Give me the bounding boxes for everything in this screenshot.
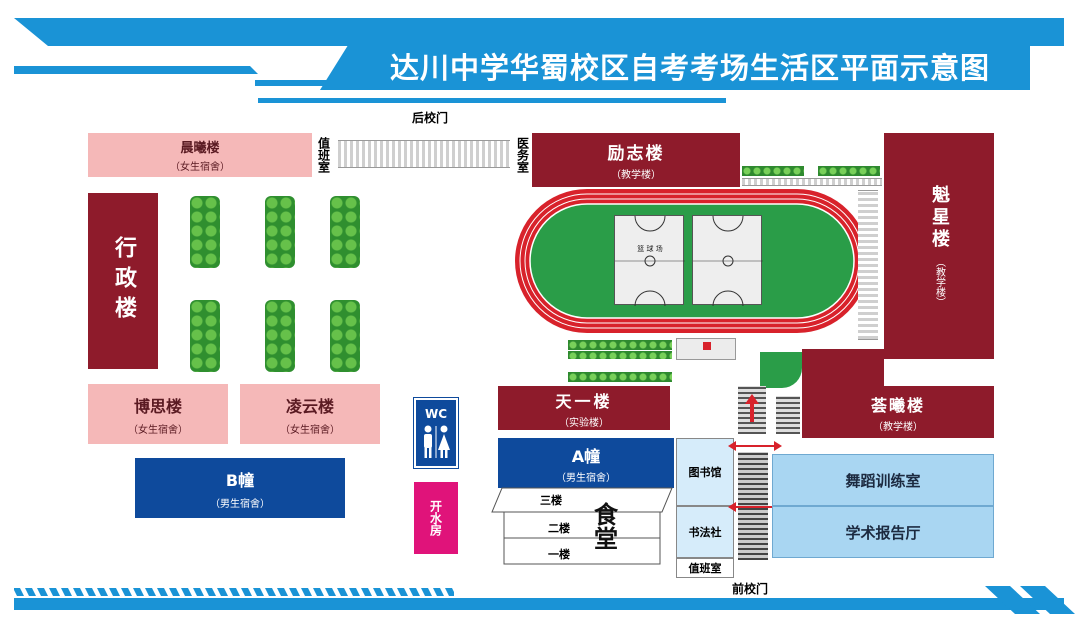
basketball-court <box>692 215 763 307</box>
header-banner: 达川中学华蜀校区自考考场生活区平面示意图 <box>0 0 1080 108</box>
hedge-row <box>568 351 672 359</box>
tree-cluster <box>330 300 360 372</box>
hedge-row <box>568 372 672 382</box>
court-lines <box>693 215 763 307</box>
map-title: 达川中学华蜀校区自考考场生活区平面示意图 <box>389 51 990 85</box>
chenxi-building: 晨曦楼 （女生宿舍） <box>88 133 312 177</box>
tree-cluster <box>330 196 360 268</box>
wc-room: WC <box>413 397 459 469</box>
walkway <box>776 396 800 434</box>
hedge-row <box>568 340 672 350</box>
huixi-building: 荟曦楼 （教学楼） <box>802 386 994 438</box>
green-lawn <box>760 352 802 388</box>
duty-room-top: 值班室 <box>316 137 331 173</box>
court-label: 篮 球 场 <box>637 245 663 253</box>
court-lines <box>615 215 685 307</box>
b-building: B幢 （男生宿舍） <box>135 458 345 518</box>
wc-label: WC <box>424 406 448 421</box>
tree-cluster <box>265 196 295 268</box>
canteen-name: 食堂 <box>589 502 618 550</box>
hedge-row <box>818 166 880 176</box>
calligraphy-room: 书法社 <box>676 506 734 558</box>
lecture-hall: 学术报告厅 <box>772 506 994 558</box>
bosi-building: 博思楼 （女生宿舍） <box>88 384 228 444</box>
basketball-court: 篮 球 场 <box>614 215 685 307</box>
canteen-floor-3: 三楼 <box>540 494 562 507</box>
restroom-icon <box>424 425 450 458</box>
footer-stripes <box>14 586 1075 614</box>
huixi-wing <box>802 349 884 389</box>
a-building: A幢 （男生宿舍） <box>498 438 674 488</box>
tree-cluster <box>190 300 220 372</box>
canteen-floor-1: 一楼 <box>548 548 570 561</box>
double-arrow-icon <box>728 441 782 451</box>
water-room: 开水房 <box>414 482 458 554</box>
medical-room: 医务室 <box>515 137 530 173</box>
front-gate-label: 前校门 <box>731 582 768 596</box>
tree-cluster <box>190 196 220 268</box>
back-fence <box>338 140 510 168</box>
dance-room: 舞蹈训练室 <box>772 454 994 506</box>
side-fence <box>858 190 878 340</box>
canteen-outline <box>491 487 673 565</box>
tianyi-building: 天一楼 （实验楼） <box>498 386 670 430</box>
up-arrow-icon <box>745 394 759 422</box>
banner-graphic <box>14 18 1064 103</box>
back-gate-label: 后校门 <box>411 111 448 125</box>
xingzheng-building: 行政楼 <box>88 193 158 369</box>
lizhi-building: 励志楼 （教学楼） <box>532 133 740 187</box>
side-fence <box>742 178 882 186</box>
stage-flag <box>703 342 711 350</box>
hedge-row <box>742 166 804 176</box>
lingyun-building: 凌云楼 （女生宿舍） <box>240 384 380 444</box>
duty-room-bottom: 值班室 <box>676 558 734 578</box>
library-room: 图书馆 <box>676 438 734 506</box>
tree-cluster <box>265 300 295 372</box>
canteen-floor-2: 二楼 <box>548 522 570 535</box>
kuixing-building: 魁星楼 （教学楼） <box>884 133 994 359</box>
